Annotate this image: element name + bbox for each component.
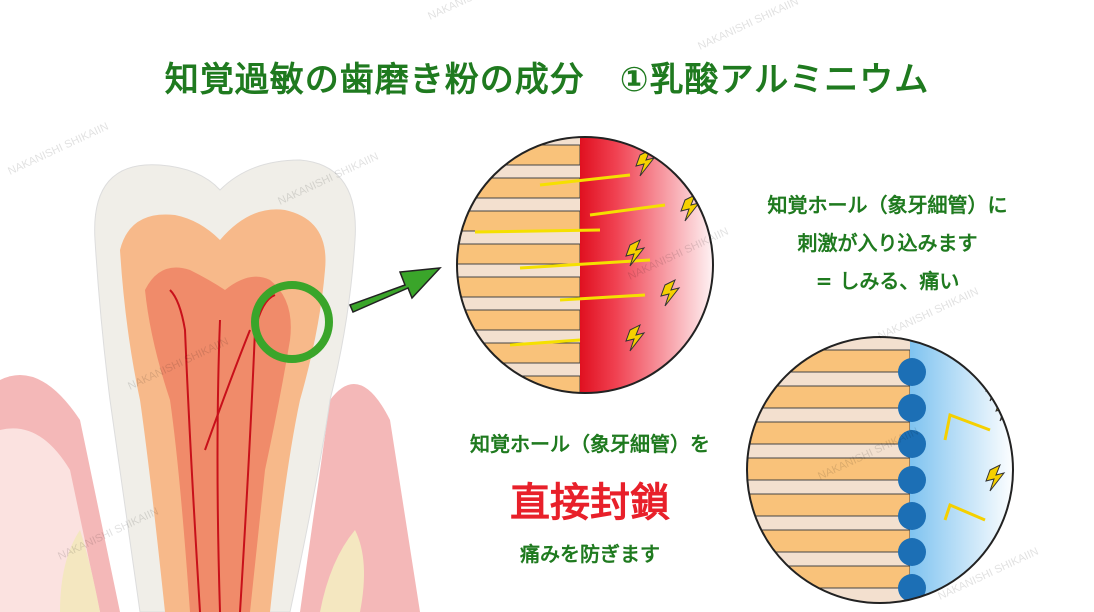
arrow-icon <box>348 267 442 313</box>
svg-text:NAKANISHI SHIKAIIN: NAKANISHI SHIKAIIN <box>696 0 800 53</box>
problem-line: 刺激が入り込みます <box>797 231 978 255</box>
sealed-tubules-view <box>747 337 1013 603</box>
svg-text:NAKANISHI SHIKAIIN: NAKANISHI SHIKAIIN <box>426 0 530 23</box>
page-title: 知覚過敏の歯磨き粉の成分 ①乳酸アルミニウム <box>164 60 930 100</box>
problem-line: 知覚ホール（象牙細管）に <box>767 193 1008 217</box>
highlight-circle <box>251 281 333 363</box>
svg-text:NAKANISHI SHIKAIIN: NAKANISHI SHIKAIIN <box>6 121 110 178</box>
problem-line: = しみる、痛い <box>815 269 960 293</box>
solution-line-1: 知覚ホール（象牙細管）を <box>470 432 710 456</box>
tooth <box>60 159 364 612</box>
open-tubules-view <box>457 137 713 393</box>
problem-caption: 知覚ホール（象牙細管）に 刺激が入り込みます = しみる、痛い <box>715 186 1060 300</box>
solution-line-3: 痛みを防ぎます <box>520 542 660 566</box>
solution-emphasis: 直接封鎖 <box>510 480 670 526</box>
